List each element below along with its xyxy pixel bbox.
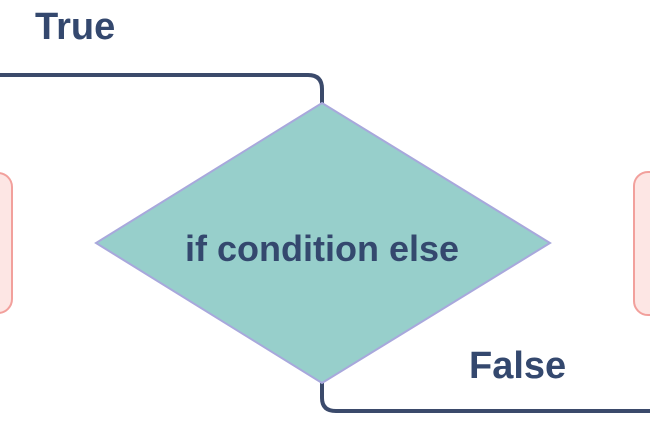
false-label: False [469,345,566,387]
left-process-box [0,172,13,314]
true-connector [0,73,324,103]
false-connector [320,383,650,413]
right-process-box [633,171,650,316]
decision-label: if condition else [185,228,459,269]
true-label: True [35,6,115,48]
decision-diamond [94,101,552,385]
